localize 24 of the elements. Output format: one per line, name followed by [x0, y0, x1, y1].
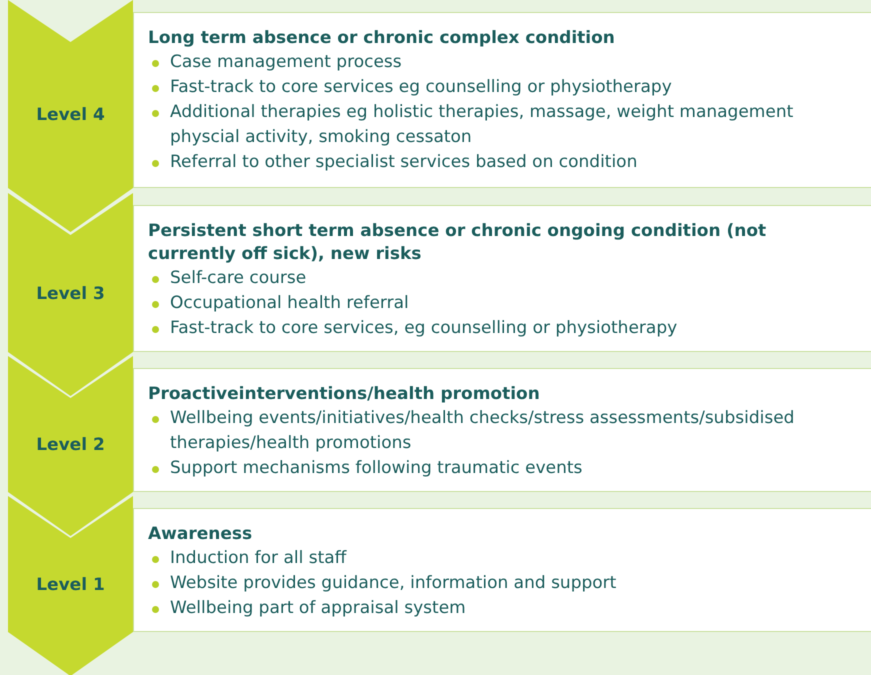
- bullet-item: Fast-track to core services, eg counselling or physiotherapy: [148, 316, 857, 341]
- content-panel: [133, 205, 871, 352]
- heading-text: Persistent short term absence or chronic ongoing condition (not currently off sick), new risks: [148, 220, 768, 266]
- level-label: Level 2: [35, 435, 106, 455]
- bullet-item: Support mechanisms following traumatic events: [148, 456, 857, 481]
- content-panel: [133, 368, 871, 492]
- bullet-item: Additional therapies eg holistic therapies, massage, weight management physcial activity, smoking cessaton: [148, 100, 857, 150]
- bullet-item: Website provides guidance, information and support: [148, 571, 857, 596]
- bullet-item: Self-care course: [148, 266, 857, 291]
- content-panel: [133, 12, 871, 188]
- bullet-item: Induction for all staff: [148, 546, 857, 571]
- heading-text: Long term absence or chronic complex condition: [148, 27, 616, 50]
- bullet-item: Case management process: [148, 50, 857, 75]
- content-panel: [133, 508, 871, 632]
- bullet-item: Wellbeing part of appraisal system: [148, 596, 857, 621]
- level-label: Level 4: [35, 105, 106, 125]
- heading-text: Proactiveinterventions/health promotion: [148, 383, 541, 406]
- bullet-item: Referral to other specialist services based on condition: [148, 150, 857, 175]
- bullet-item: Fast-track to core services eg counselling or physiotherapy: [148, 75, 857, 100]
- level-label: Level 3: [35, 284, 106, 304]
- level-label: Level 1: [35, 575, 106, 595]
- bullet-item: Occupational health referral: [148, 291, 857, 316]
- heading-text: Awareness: [148, 523, 254, 546]
- bullet-item: Wellbeing events/initiatives/health checks/stress assessments/subsidised therapies/health promotions: [148, 406, 857, 456]
